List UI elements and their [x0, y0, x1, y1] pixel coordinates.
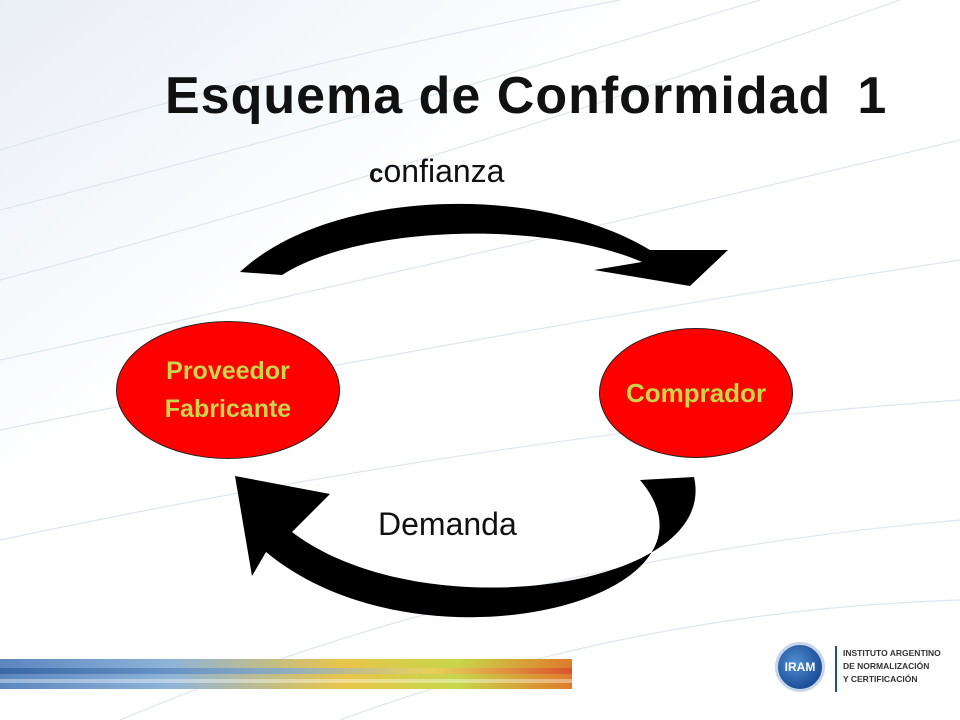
slide-title: Esquema de Conformidad 1: [165, 66, 887, 126]
node-left-line1: Proveedor: [166, 357, 290, 385]
iram-logo: IRAM INSTITUTO ARGENTINO DE NORMALIZACIÓ…: [773, 640, 943, 700]
top-arrow: [240, 203, 728, 286]
decorative-stripe: [0, 659, 572, 689]
confianza-rest: onfianza: [383, 153, 505, 189]
confianza-initial: c: [369, 158, 384, 188]
node-comprador: Comprador: [599, 328, 793, 458]
bottom-arrow: [235, 476, 696, 618]
logo-line2: DE NORMALIZACIÓN: [843, 661, 930, 671]
title-number: 1: [857, 67, 888, 125]
node-left-line2: Fabricante: [164, 395, 292, 423]
confianza-label: confianza: [369, 153, 504, 190]
logo-line1: INSTITUTO ARGENTINO: [843, 648, 941, 658]
demanda-label: Demanda: [378, 506, 517, 542]
logo-line3: Y CERTIFICACIÓN: [843, 674, 918, 684]
node-proveedor-fabricante: Proveedor Fabricante: [116, 321, 340, 459]
iram-mark-icon: IRAM: [775, 642, 825, 692]
node-right-label: Comprador: [625, 377, 767, 408]
title-text: Esquema de Conformidad: [165, 67, 832, 125]
logo-divider: [835, 646, 837, 692]
logo-text: INSTITUTO ARGENTINO DE NORMALIZACIÓN Y C…: [843, 647, 941, 686]
